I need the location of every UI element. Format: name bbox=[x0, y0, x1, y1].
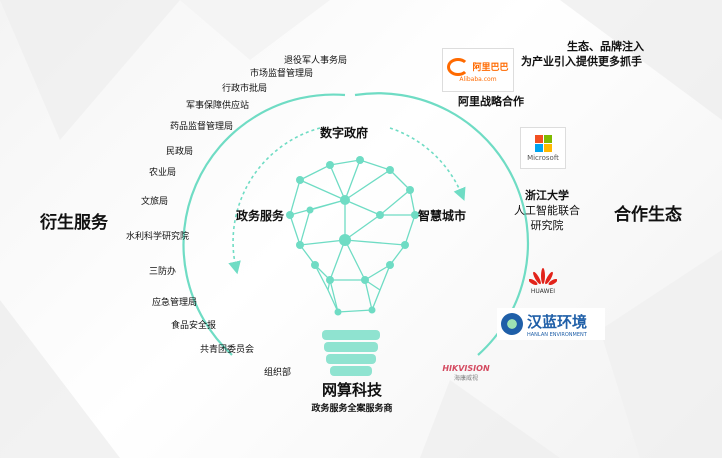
agency-label: 军事保障供应站 bbox=[186, 101, 250, 111]
agency-label: 组织部 bbox=[264, 368, 292, 378]
huawei-logo: HUAWEI bbox=[521, 261, 565, 301]
agency-label: 行政市批局 bbox=[222, 84, 268, 94]
alibaba-note-line1: 生态、品牌注入 bbox=[567, 40, 644, 53]
arc-label-left: 政务服务 bbox=[236, 209, 285, 223]
agency-label: 水利科学研究院 bbox=[126, 232, 190, 242]
bulb-nodes bbox=[286, 156, 419, 316]
alibaba-logo: 阿里巴巴 Alibaba.com bbox=[442, 48, 514, 92]
right-title: 合作生态 bbox=[614, 205, 682, 225]
microsoft-logo: Microsoft bbox=[520, 127, 566, 169]
zju-line3: 研究院 bbox=[530, 219, 564, 232]
zju-line2: 人工智能联合 bbox=[514, 204, 580, 217]
microsoft-icon bbox=[534, 134, 552, 152]
agency-label: 共青团委员会 bbox=[200, 345, 255, 355]
agency-label: 应急管理局 bbox=[152, 298, 198, 308]
inner-arc-right bbox=[389, 127, 466, 201]
agency-label: 退役军人事务局 bbox=[284, 56, 348, 66]
zju-line1: 浙江大学 bbox=[525, 189, 569, 202]
hanlan-logo: 汉蓝环境 HANLAN ENVIRONMENT bbox=[497, 308, 605, 340]
left-title: 衍生服务 bbox=[40, 213, 108, 233]
arc-label-top: 数字政府 bbox=[320, 126, 369, 140]
alibaba-caption: 阿里战略合作 bbox=[458, 95, 524, 108]
agency-label: 市场监督管理局 bbox=[250, 69, 314, 79]
company-name: 网算科技 bbox=[321, 381, 382, 399]
agency-label: 文旅局 bbox=[141, 197, 169, 207]
agency-label: 农业局 bbox=[149, 168, 177, 178]
agency-label: 药品监督管理局 bbox=[170, 122, 234, 132]
agency-label: 三防办 bbox=[149, 267, 177, 277]
agency-label: 民政局 bbox=[166, 147, 194, 157]
bulb-base bbox=[322, 330, 380, 376]
alibaba-note-line2: 为产业引入提供更多抓手 bbox=[521, 55, 642, 68]
hikvision-logo: HIKVISION 海康威视 bbox=[442, 364, 490, 382]
huawei-icon bbox=[529, 267, 557, 285]
company-subtitle: 政务服务全案服务商 bbox=[311, 404, 393, 414]
bulb-network bbox=[289, 159, 416, 313]
arc-label-right: 智慧城市 bbox=[418, 209, 467, 223]
agency-label: 食品安全报 bbox=[171, 321, 217, 331]
hanlan-icon bbox=[501, 313, 523, 335]
outer-arc-left bbox=[182, 93, 346, 356]
alibaba-icon bbox=[447, 57, 470, 76]
inner-arc-left bbox=[228, 127, 321, 275]
